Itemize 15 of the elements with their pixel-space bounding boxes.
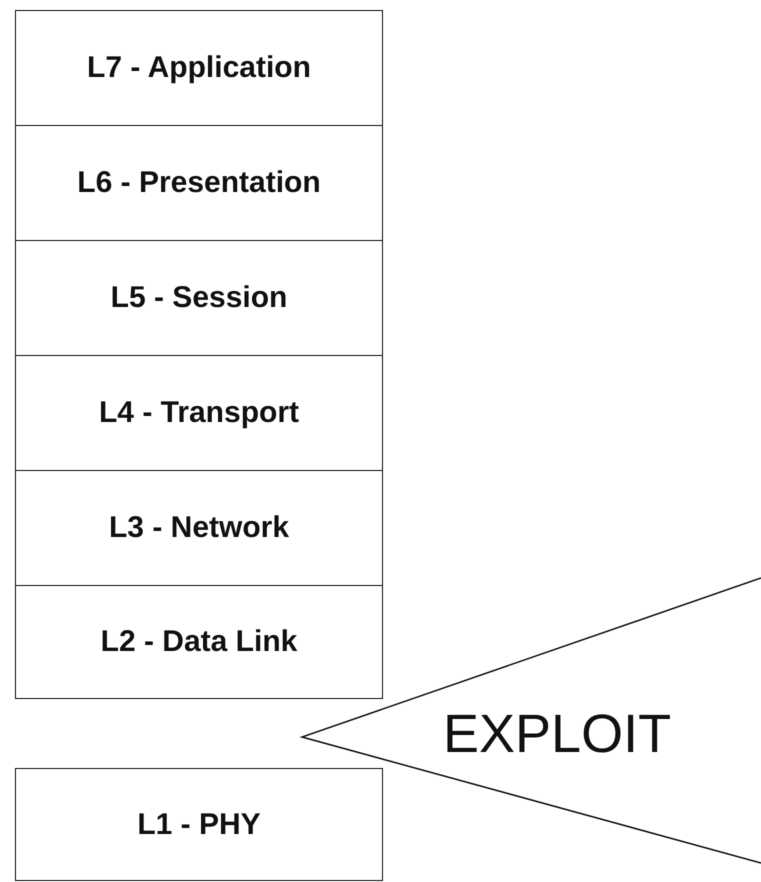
wedge-label: EXPLOIT [443, 703, 672, 765]
layer-box [15, 585, 383, 699]
layer-label: L1 - PHY [137, 808, 261, 842]
layer-label: L5 - Session [110, 281, 288, 315]
layer-label: L2 - Data Link [100, 625, 298, 659]
layer-box [15, 470, 383, 586]
layer-label: L7 - Application [87, 51, 311, 85]
layer-box [15, 10, 383, 126]
layer-label: L4 - Transport [98, 396, 300, 430]
layer-label: L3 - Network [108, 511, 290, 545]
layer-box [15, 125, 383, 241]
layer-box [15, 240, 383, 356]
layer-label: L6 - Presentation [77, 166, 321, 200]
layer-box [15, 768, 383, 881]
layer-box [15, 355, 383, 471]
